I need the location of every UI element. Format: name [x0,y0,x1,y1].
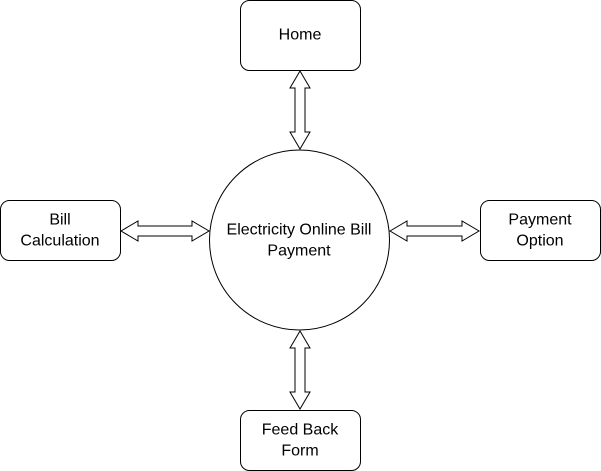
node-bill-calculation-label-line-1: Bill [49,212,70,229]
arrow-hub-to-home [289,70,311,150]
node-home-label: Home [279,27,322,44]
node-feed-back-form-label-line-2: Form [281,443,318,460]
node-payment-option-label-line-2: Option [516,233,563,250]
node-feed-back-form-box [240,410,361,471]
connections [120,70,480,410]
hub-label-line-1: Electricity Online Bill [227,222,372,239]
node-payment-option: Payment Option [480,200,601,261]
node-home: Home [240,0,361,71]
arrow-hub-to-feed-back-form [289,330,311,410]
arrow-hub-to-payment-option [389,220,480,242]
node-bill-calculation-label-line-2: Calculation [20,233,99,250]
hub: Electricity Online Bill Payment [209,149,390,331]
node-feed-back-form: Feed Back Form [240,410,361,471]
node-feed-back-form-label-line-1: Feed Back [262,422,339,439]
arrow-hub-to-bill-calculation [120,220,210,242]
hub-label-line-2: Payment [267,243,331,260]
node-bill-calculation: Bill Calculation [0,200,121,261]
node-home-box [240,0,361,71]
hub-circle [209,149,390,331]
node-payment-option-label-line-1: Payment [508,212,572,229]
node-payment-option-box [480,200,601,261]
node-bill-calculation-box [0,200,121,261]
